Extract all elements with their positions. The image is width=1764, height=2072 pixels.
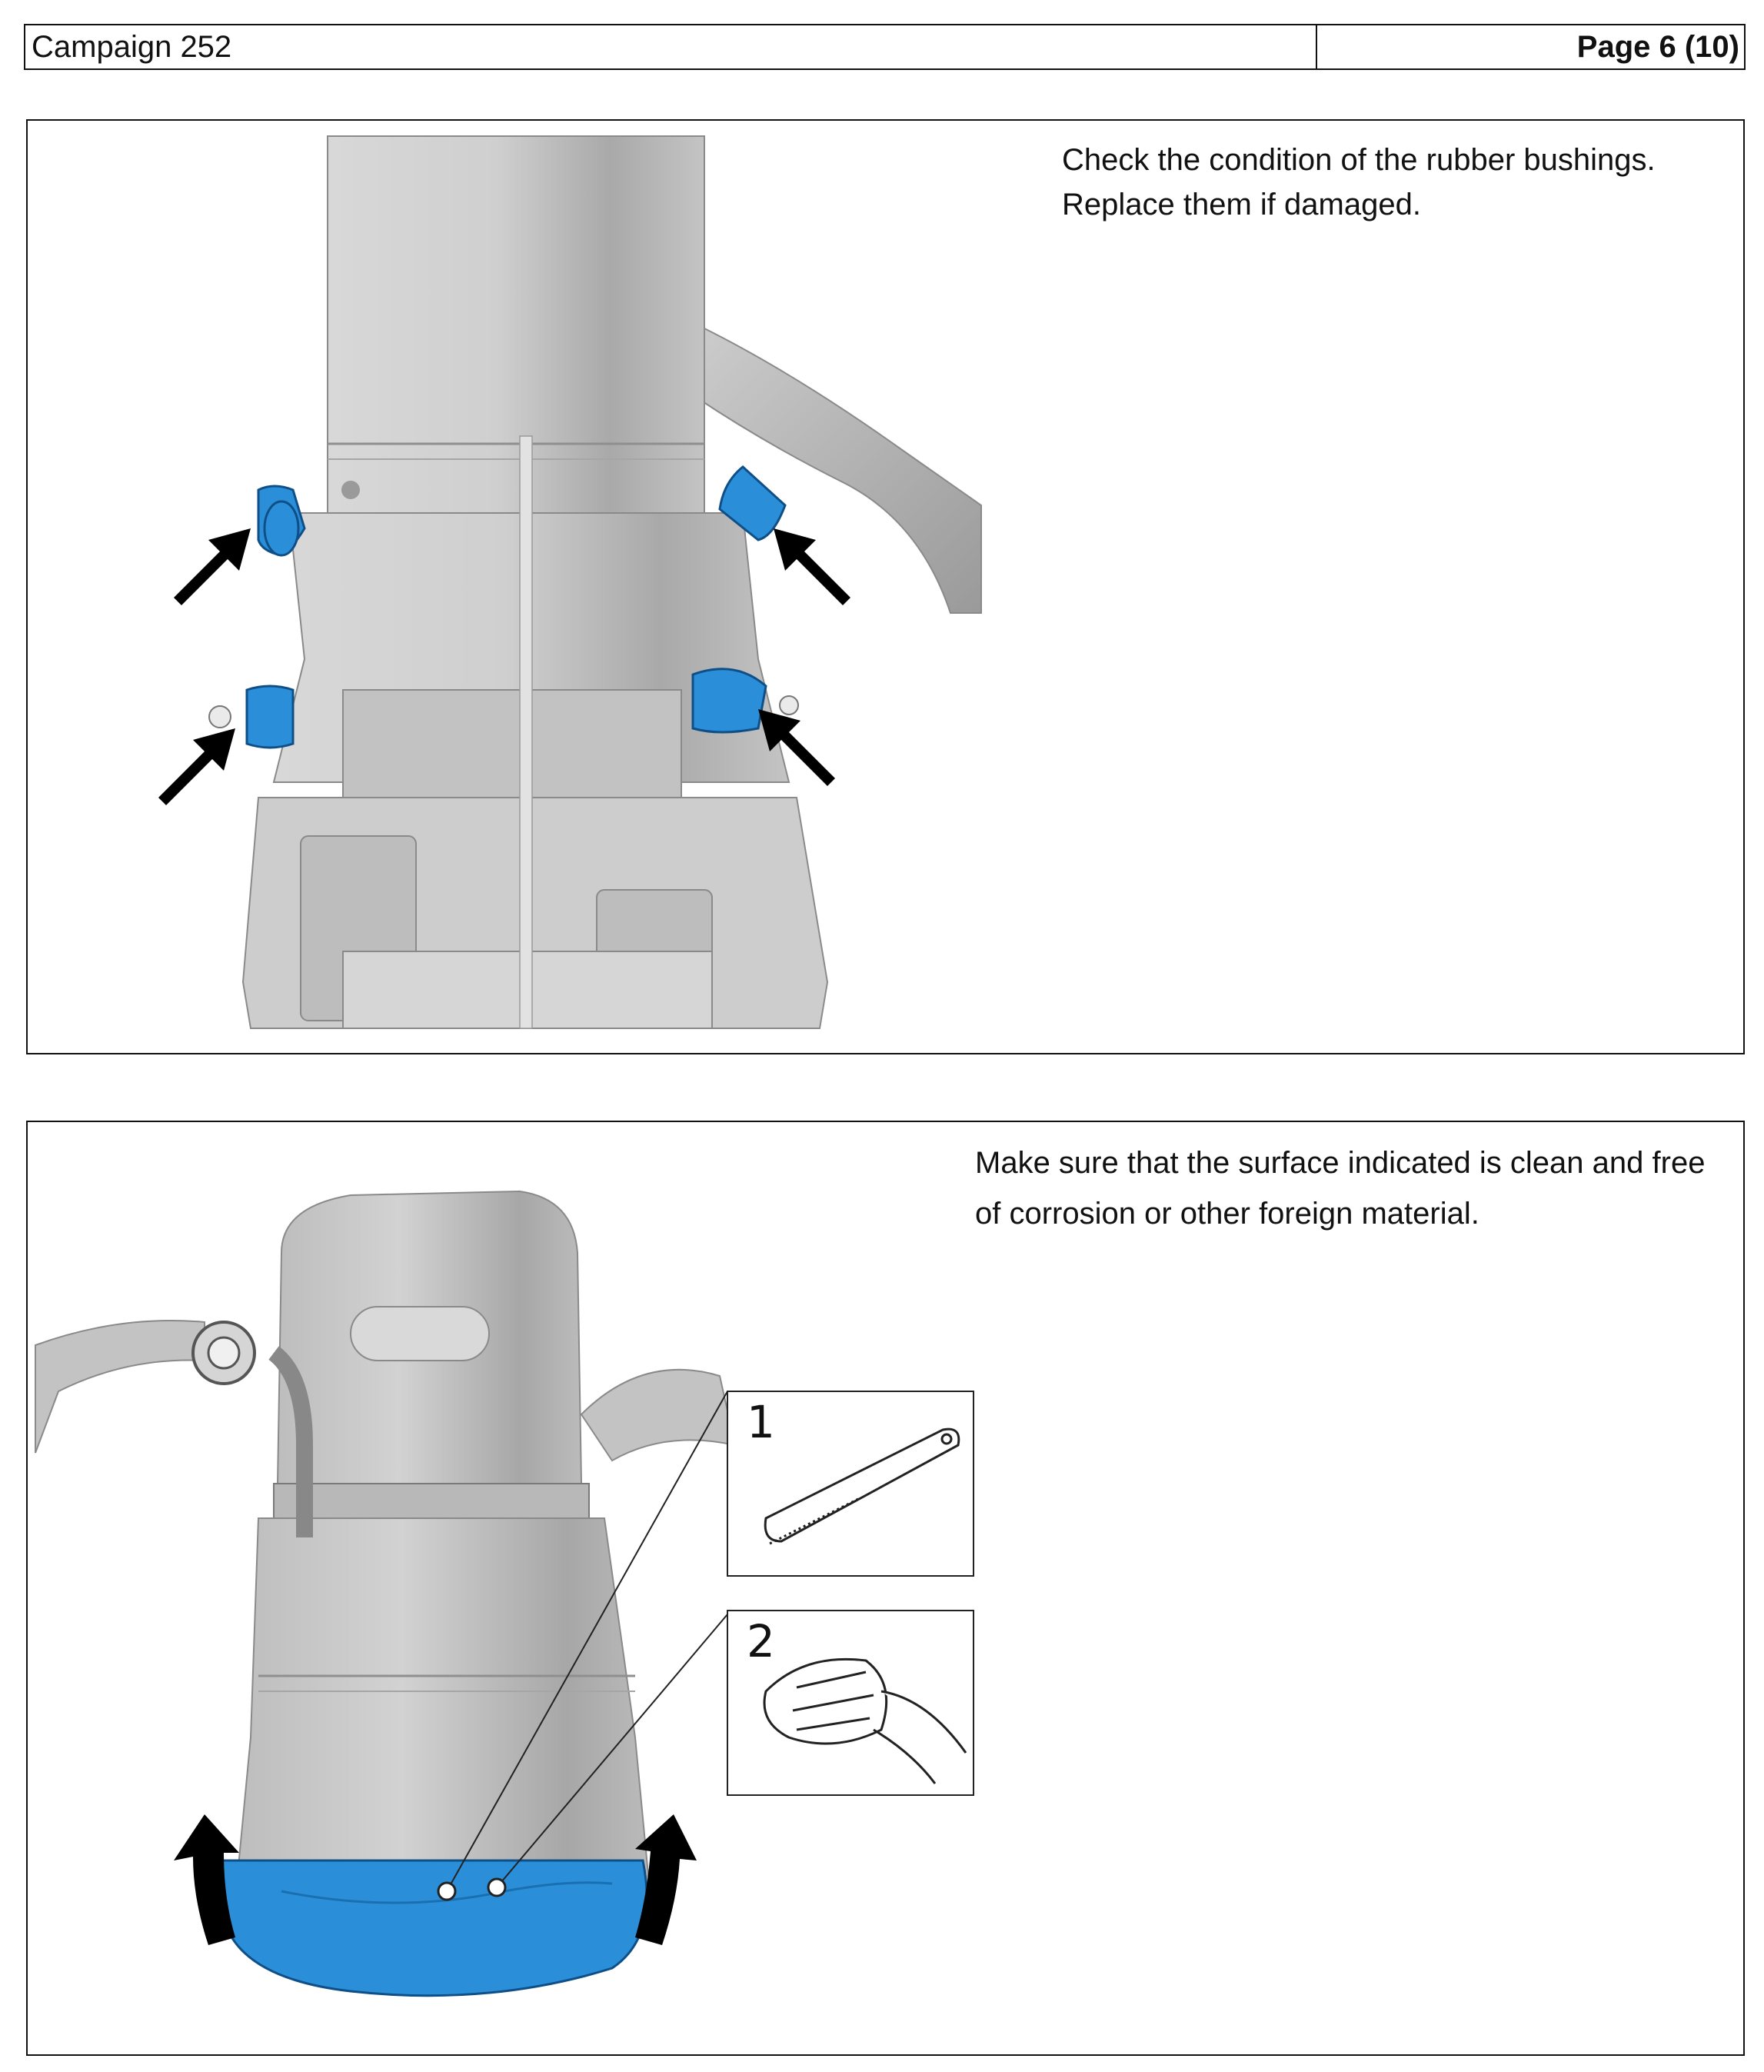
campaign-label: Campaign 252 [25, 25, 1317, 68]
instruction-line: Make sure that the surface indicated is … [975, 1146, 1706, 1180]
hand-wiping-cloth-icon [763, 1657, 967, 1784]
step-panel-surface: 1 2 Make sure that the surface indicated… [26, 1121, 1745, 2056]
step-panel-bushings: Check the condition of the rubber bushin… [26, 119, 1745, 1054]
callout-number-2: 2 [747, 1615, 775, 1667]
instruction-line: Replace them if damaged. [1062, 188, 1421, 222]
step-instruction: Check the condition of the rubber bushin… [1062, 138, 1723, 227]
step-instruction: Make sure that the surface indicated is … [975, 1138, 1744, 1239]
callout-number-1: 1 [747, 1396, 775, 1448]
pump-bushings-illustration [158, 135, 982, 1029]
instruction-line: Check the condition of the rubber bushin… [1062, 143, 1656, 177]
page-number: Page 6 (10) [1576, 29, 1739, 64]
instruction-line: of corrosion or other foreign material. [975, 1197, 1479, 1231]
pump-surface-illustration: 1 2 [35, 1190, 974, 1997]
wire-brush-icon [764, 1427, 960, 1545]
page-header: Campaign 252 Page 6 (10) [24, 24, 1746, 70]
